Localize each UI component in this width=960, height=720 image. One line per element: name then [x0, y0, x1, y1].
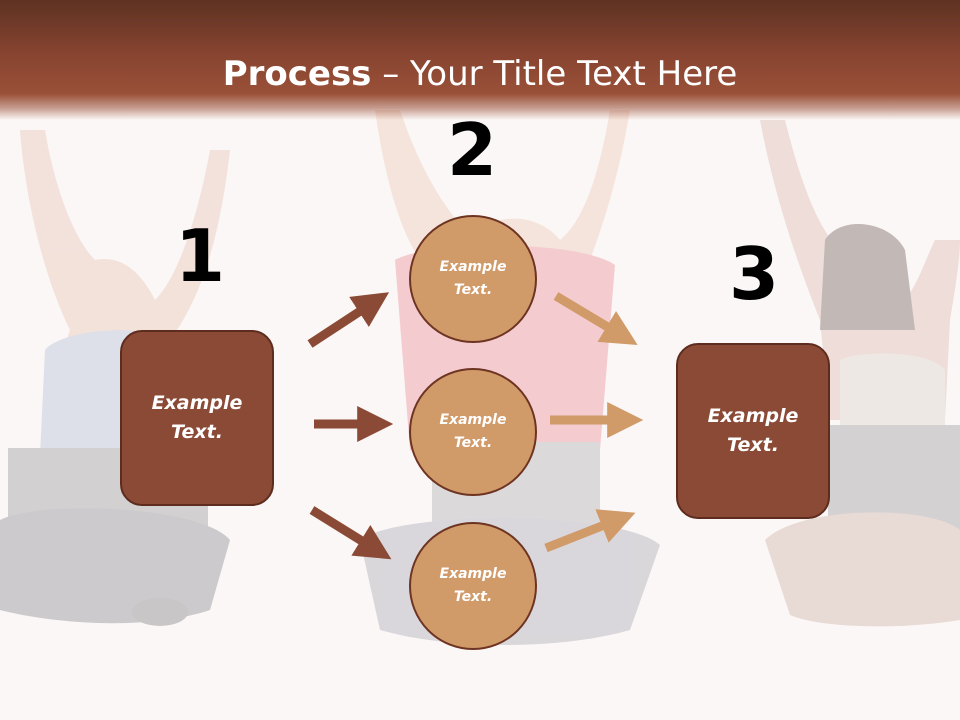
- arrow-top-to-right: [553, 292, 638, 345]
- step-1-box-line2: Text.: [171, 421, 223, 443]
- step-3-box[interactable]: Example Text.: [676, 343, 830, 519]
- circle-middle-line1: Example: [439, 412, 507, 428]
- slide-title: Process – Your Title Text Here: [0, 52, 960, 96]
- title-rest-text: – Your Title Text Here: [371, 54, 738, 94]
- title-bold-text: Process: [222, 54, 372, 94]
- step-3-box-line1: Example: [707, 405, 799, 427]
- circle-top-line1: Example: [439, 259, 507, 275]
- step-2-circle-bottom[interactable]: Example Text.: [409, 522, 537, 650]
- title-bar: [0, 0, 960, 120]
- circle-top-line2: Text.: [453, 282, 493, 298]
- circle-bottom-line1: Example: [439, 566, 507, 582]
- step-number-1: 1: [174, 214, 226, 298]
- step-1-box-line1: Example: [151, 392, 243, 414]
- arrow-left-to-bottom: [309, 506, 392, 560]
- circle-middle-line2: Text.: [453, 435, 493, 451]
- step-2-circle-top[interactable]: Example Text.: [409, 215, 537, 343]
- step-1-box[interactable]: Example Text.: [120, 330, 274, 506]
- step-3-box-line2: Text.: [727, 434, 779, 456]
- arrow-bottom-to-right: [544, 509, 636, 553]
- step-number-2: 2: [446, 108, 498, 192]
- circle-bottom-line2: Text.: [453, 589, 493, 605]
- step-number-3: 3: [728, 232, 780, 316]
- arrow-left-to-top: [307, 292, 390, 348]
- step-2-circle-middle[interactable]: Example Text.: [409, 368, 537, 496]
